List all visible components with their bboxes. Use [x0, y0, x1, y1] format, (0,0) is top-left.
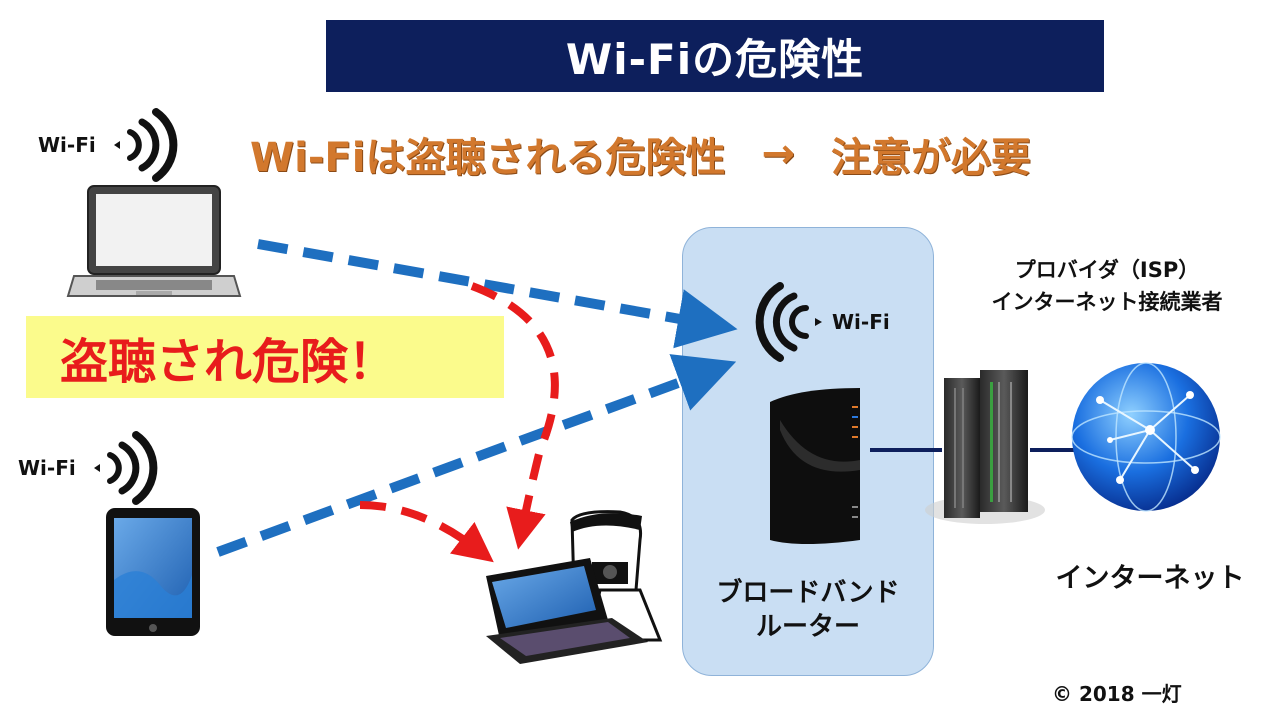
page-title-text: Wi-Fiの危険性: [565, 34, 865, 84]
laptop-wifi-signal-icon: [114, 108, 178, 182]
subtitle-left: Wi-Fiは盗聴される危険性: [250, 135, 726, 181]
subtitle-right: 注意が必要: [830, 135, 1031, 181]
router-wifi-signal-icon: [755, 282, 822, 362]
tablet-icon: [106, 508, 200, 636]
warning-text: 盗聴され危険！: [60, 334, 397, 390]
router-icon: [770, 388, 860, 544]
copyright: © 2018 一灯: [1052, 682, 1182, 706]
internet-label: インターネット: [1055, 563, 1245, 594]
isp-label-line1: プロバイダ（ISP）: [1014, 258, 1200, 282]
eavesdrop-arrow-laptop: [470, 282, 559, 550]
subtitle-arrow: →: [761, 131, 795, 177]
tablet-wifi-link: [216, 354, 737, 557]
tablet-wifi-label: Wi-Fi: [18, 456, 76, 480]
isp-label-line2: インターネット接続業者: [991, 290, 1223, 314]
subtitle: Wi-Fiは盗聴される危険性 → 注意が必要: [250, 124, 1210, 184]
router-label-line1: ブロードバンド: [716, 578, 900, 608]
router-label: ブロードバンド ルーター: [690, 576, 926, 644]
tablet-wifi-signal-icon: [94, 431, 158, 505]
server-icon: [925, 370, 1045, 524]
spy-icon: [486, 510, 663, 664]
globe-icon: [1071, 362, 1221, 512]
router-label-line2: ルーター: [755, 612, 860, 642]
page-title: Wi-Fiの危険性: [326, 20, 1104, 92]
laptop-wifi-link: [257, 239, 738, 349]
warning-box: 盗聴され危険！: [26, 316, 504, 398]
eavesdrop-arrow-tablet: [359, 501, 494, 563]
router-wifi-label: Wi-Fi: [832, 310, 890, 334]
isp-label: プロバイダ（ISP） インターネット接続業者: [962, 254, 1252, 318]
laptop-icon: [66, 185, 242, 297]
laptop-wifi-label: Wi-Fi: [38, 133, 96, 157]
